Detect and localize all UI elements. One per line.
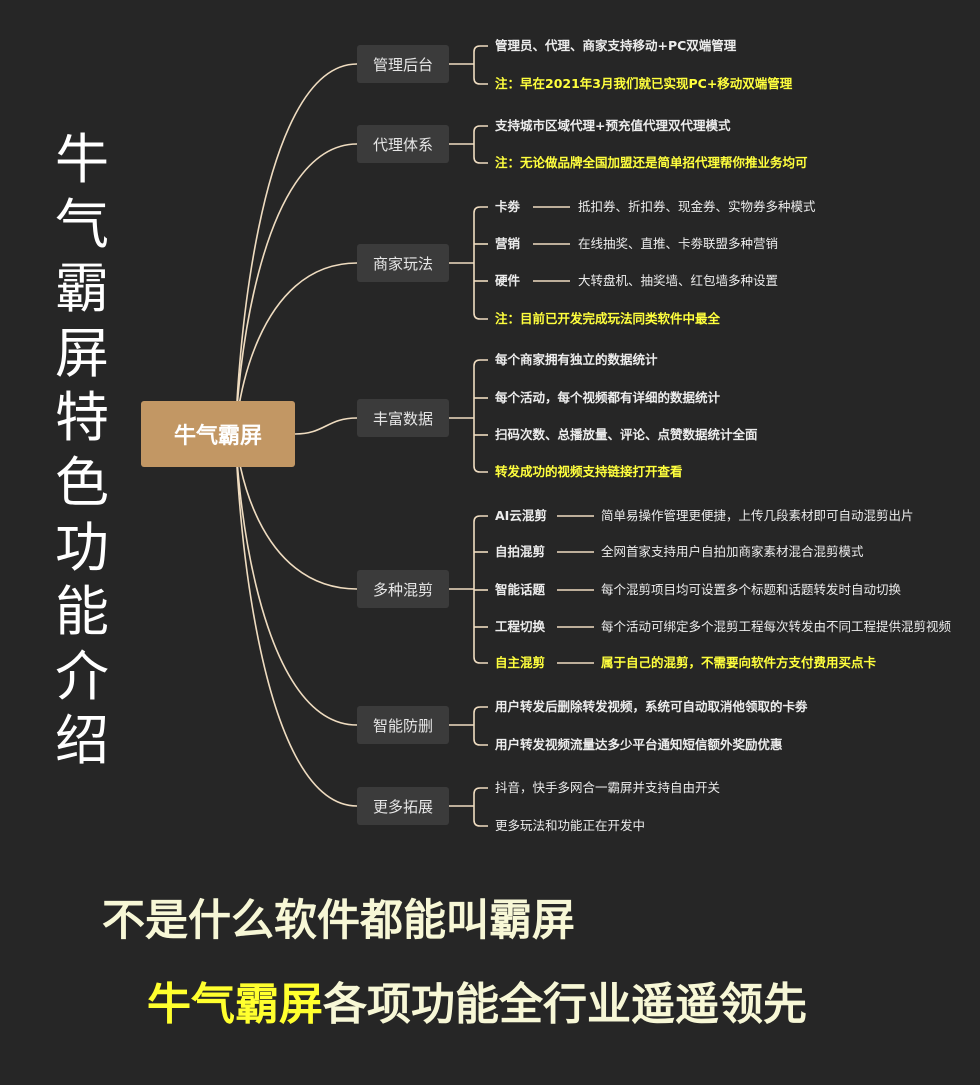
leaf-item: 每个商家拥有独立的数据统计: [495, 352, 658, 367]
leaf-bracket: [473, 706, 488, 746]
leaf-item: 注：早在2021年3月我们就已实现PC+移动双端管理: [495, 76, 793, 91]
leaf-item: 注：目前已开发完成玩法同类软件中最全: [495, 311, 721, 326]
leaf-item: 卡劵: [495, 199, 520, 215]
leaf-key: 卡劵: [495, 199, 521, 214]
leaf-key: 硬件: [495, 273, 521, 288]
root-node: 牛气霸屏: [141, 401, 295, 467]
leaf-item: 用户转发后删除转发视频，系统可自动取消他领取的卡劵: [495, 699, 808, 714]
leaf-key: 自拍混剪: [495, 544, 546, 559]
leaf-description: 在线抽奖、直推、卡劵联盟多种营销: [578, 236, 779, 251]
slogan-line-1: 不是什么软件都能叫霸屏: [102, 896, 575, 946]
leaf-item: 抖音，快手多网合一霸屏并支持自由开关: [495, 780, 721, 795]
branch-node: 更多拓展: [357, 787, 449, 825]
branch-node: 丰富数据: [357, 399, 449, 437]
link-root-to-branch: [235, 143, 358, 435]
leaf-item: 注：无论做品牌全国加盟还是简单招代理帮你推业务均可: [495, 155, 808, 170]
leaf-item: 转发成功的视频支持链接打开查看: [495, 464, 683, 479]
slogan-line-2: 牛气霸屏各项功能全行业遥遥领先: [147, 968, 807, 1032]
leaf-item: 自主混剪: [495, 655, 545, 671]
leaf-key: 营销: [495, 236, 521, 251]
leaf-item: AI云混剪: [495, 508, 547, 524]
leaf-bracket: [473, 787, 488, 827]
link-root-to-branch: [235, 433, 358, 726]
leaf-item: 硬件: [495, 273, 520, 289]
leaf-description: 抵扣券、折扣券、现金券、实物券多种模式: [578, 199, 816, 214]
branch-node: 商家玩法: [357, 244, 449, 282]
leaf-key: AI云混剪: [495, 508, 547, 523]
leaf-item: 工程切换: [495, 619, 545, 635]
leaf-item: 营销: [495, 236, 520, 252]
leaf-item: 更多玩法和功能正在开发中: [495, 818, 646, 833]
leaf-description: 全网首家支持用户自拍加商家素材混合混剪模式: [601, 544, 864, 559]
leaf-item: 支持城市区域代理+预充值代理双代理模式: [495, 118, 731, 133]
leaf-description: 属于自己的混剪，不需要向软件方支付费用买点卡: [601, 655, 877, 670]
link-root-to-branch: [235, 433, 358, 807]
slogan-brand: 牛气霸屏: [147, 979, 323, 1030]
leaf-item: 扫码次数、总播放量、评论、点赞数据统计全面: [495, 427, 758, 442]
branch-node: 代理体系: [357, 125, 449, 163]
leaf-key: 自主混剪: [495, 655, 546, 670]
leaf-item: 管理员、代理、商家支持移动+PC双端管理: [495, 38, 737, 53]
link-root-to-branch: [294, 417, 358, 435]
slogan-rest: 各项功能全行业遥遥领先: [323, 979, 807, 1030]
link-root-to-branch: [235, 63, 358, 435]
branch-node: 智能防删: [357, 706, 449, 744]
branch-node: 管理后台: [357, 45, 449, 83]
leaf-description: 每个混剪项目均可设置多个标题和话题转发时自动切换: [601, 582, 902, 597]
leaf-bracket: [473, 359, 488, 473]
leaf-item: 用户转发视频流量达多少平台通知短信额外奖励优惠: [495, 737, 783, 752]
leaf-bracket: [473, 45, 488, 85]
branch-node: 多种混剪: [357, 570, 449, 608]
leaf-bracket: [473, 125, 488, 164]
vertical-title: 牛气霸屏特色功能介绍: [55, 128, 109, 773]
leaf-bracket: [473, 206, 488, 320]
leaf-item: 自拍混剪: [495, 544, 545, 560]
leaf-description: 每个活动可绑定多个混剪工程每次转发由不同工程提供混剪视频: [601, 619, 952, 634]
leaf-item: 智能话题: [495, 582, 545, 598]
leaf-description: 大转盘机、抽奖墙、红包墙多种设置: [578, 273, 779, 288]
leaf-key: 智能话题: [495, 582, 546, 597]
leaf-key: 工程切换: [495, 619, 546, 634]
leaf-item: 每个活动，每个视频都有详细的数据统计: [495, 390, 721, 405]
leaf-description: 简单易操作管理更便捷，上传几段素材即可自动混剪出片: [601, 508, 914, 523]
